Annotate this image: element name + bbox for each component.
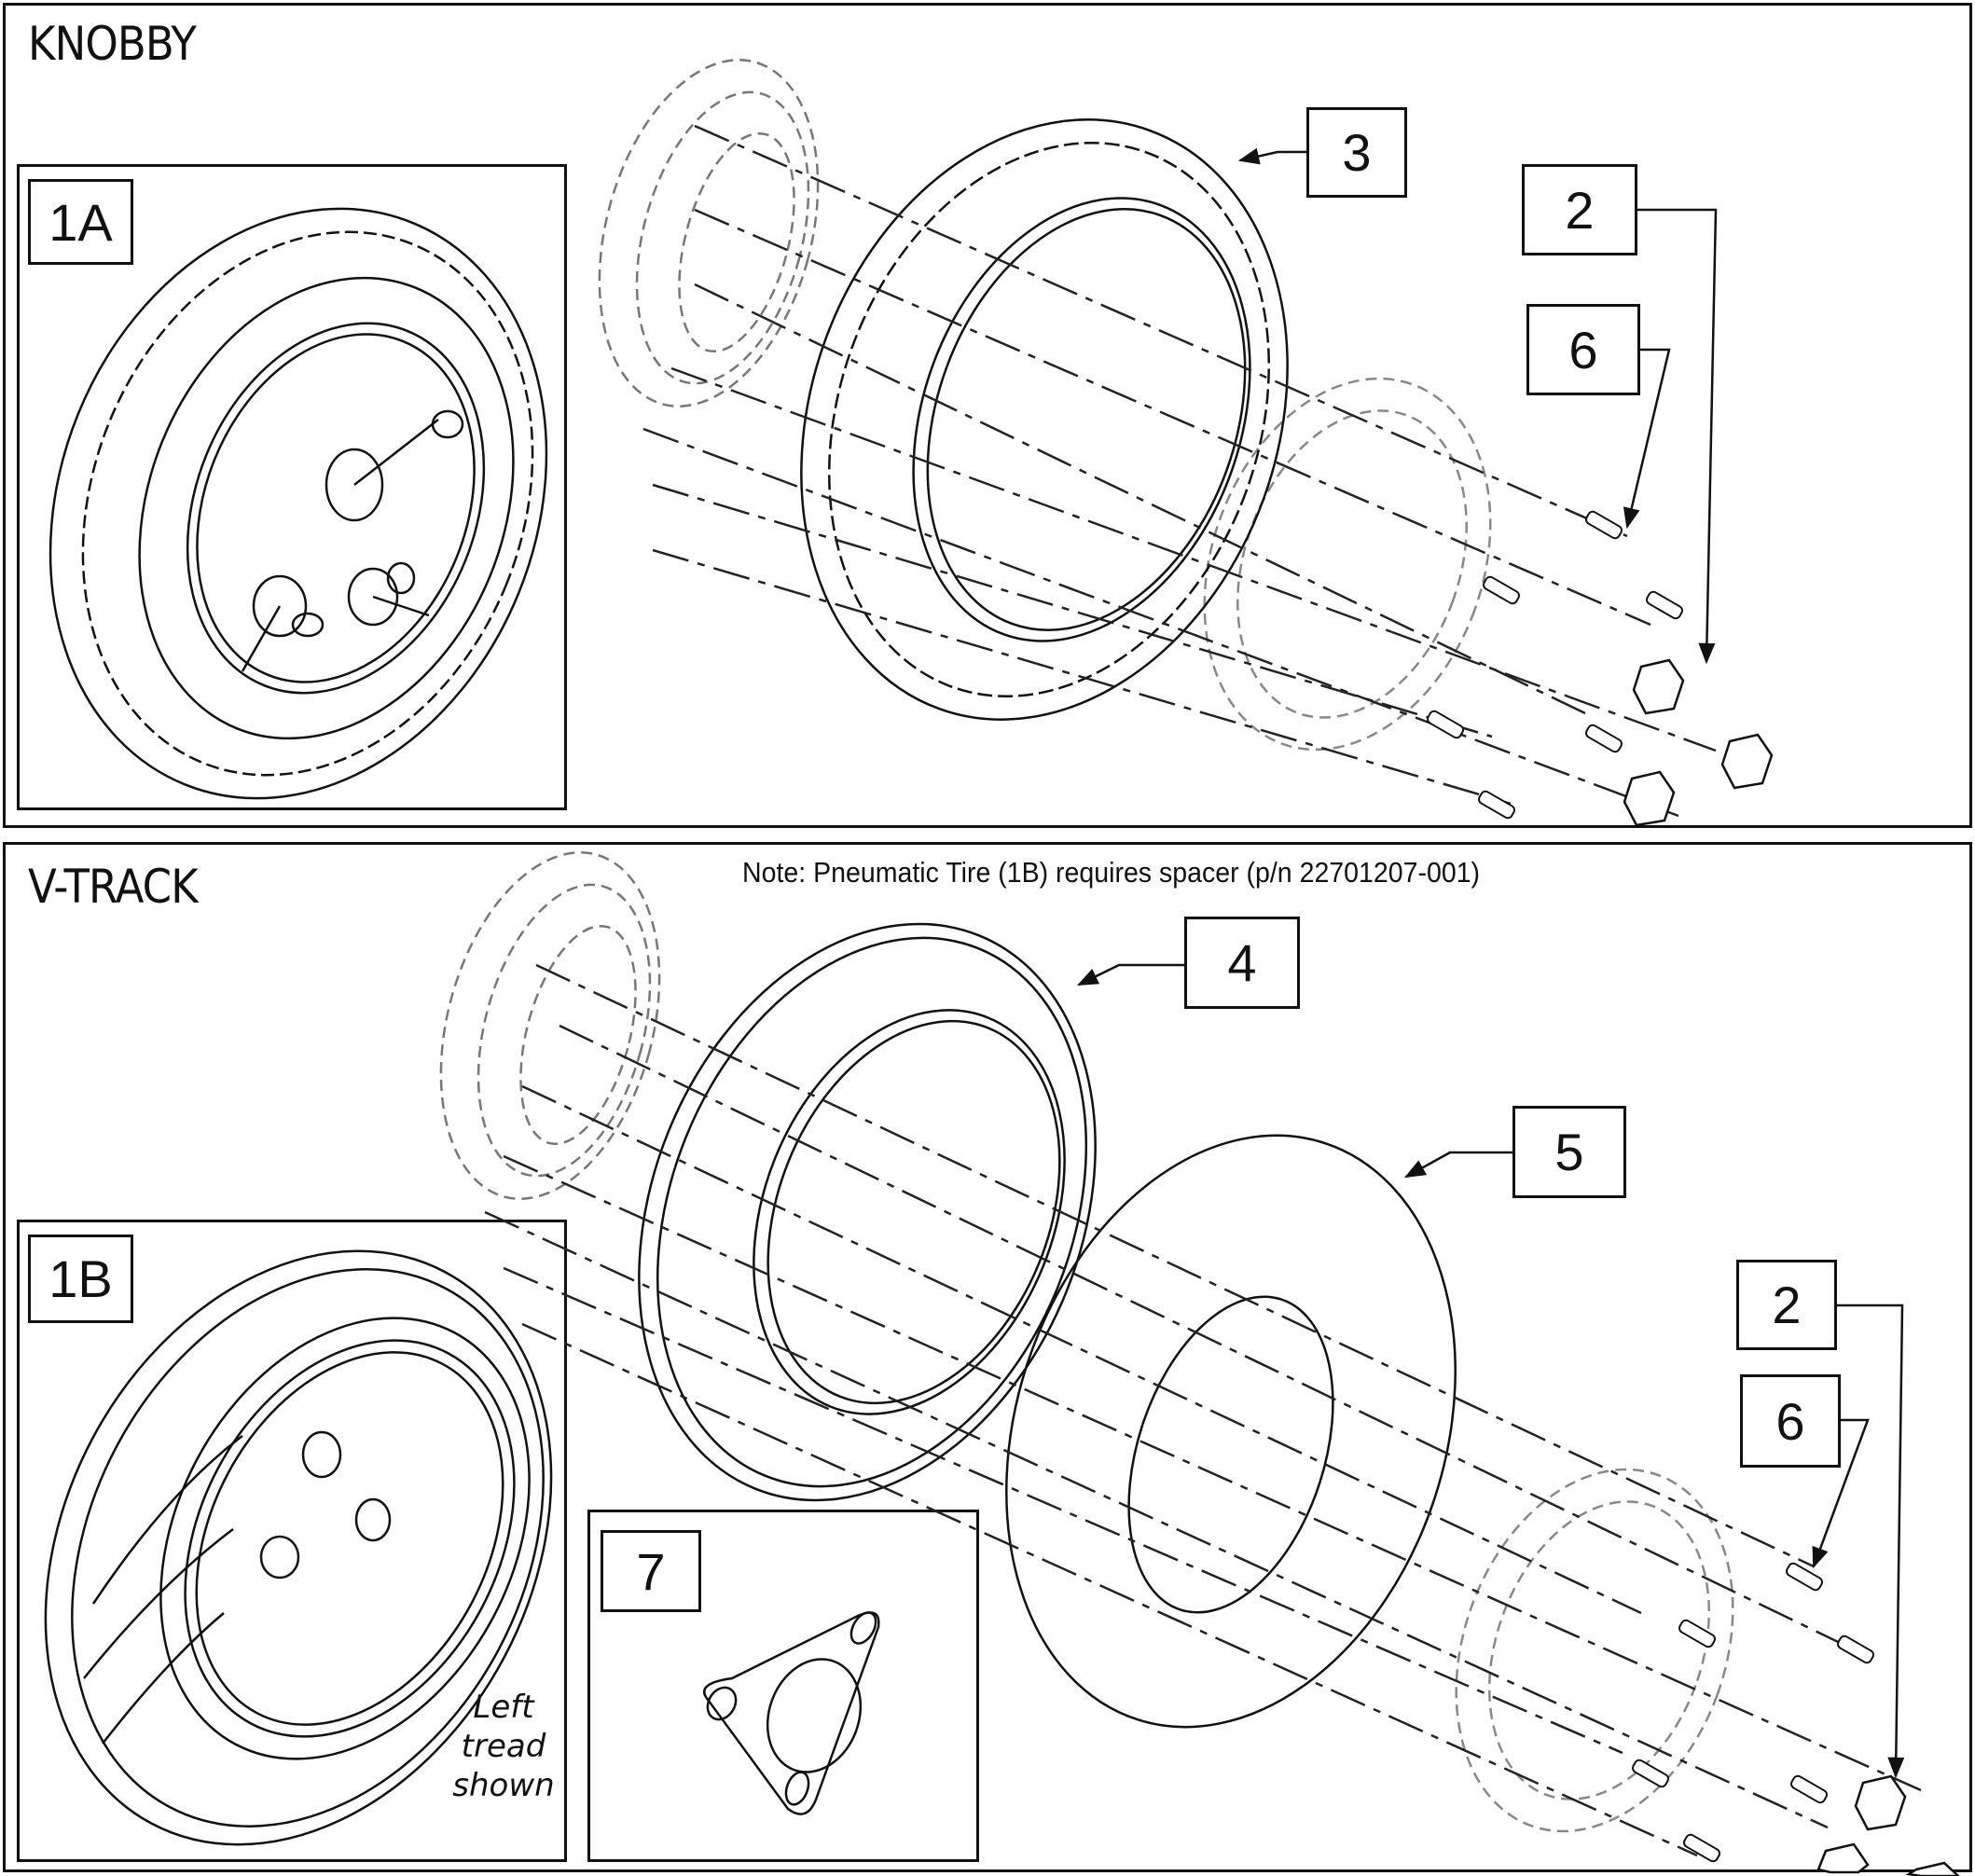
callout-7-spacer: 7 — [601, 1530, 701, 1612]
caption-line: shown — [452, 1767, 555, 1804]
callout-5-inner-tube: 5 — [1512, 1106, 1626, 1198]
callout-6-screw-knobby: 6 — [1526, 304, 1640, 395]
callout-3-knobby-tire: 3 — [1306, 107, 1407, 198]
left-tread-caption: Left tread shown — [448, 1688, 559, 1805]
callout-1a: 1A — [28, 179, 133, 265]
caption-line: Left — [473, 1689, 534, 1726]
vtrack-title: V-TRACK — [28, 860, 199, 914]
spacer-note: Note: Pneumatic Tire (1B) requires space… — [742, 856, 1481, 889]
callout-2-nut-knobby: 2 — [1522, 164, 1637, 255]
knobby-title: KNOBBY — [28, 17, 197, 71]
callout-2-nut-vtrack: 2 — [1736, 1260, 1837, 1350]
callout-6-screw-vtrack: 6 — [1740, 1374, 1841, 1468]
caption-line: tread — [461, 1728, 546, 1765]
callout-1b: 1B — [28, 1235, 133, 1323]
callout-4-vtrack-tire: 4 — [1184, 917, 1300, 1009]
